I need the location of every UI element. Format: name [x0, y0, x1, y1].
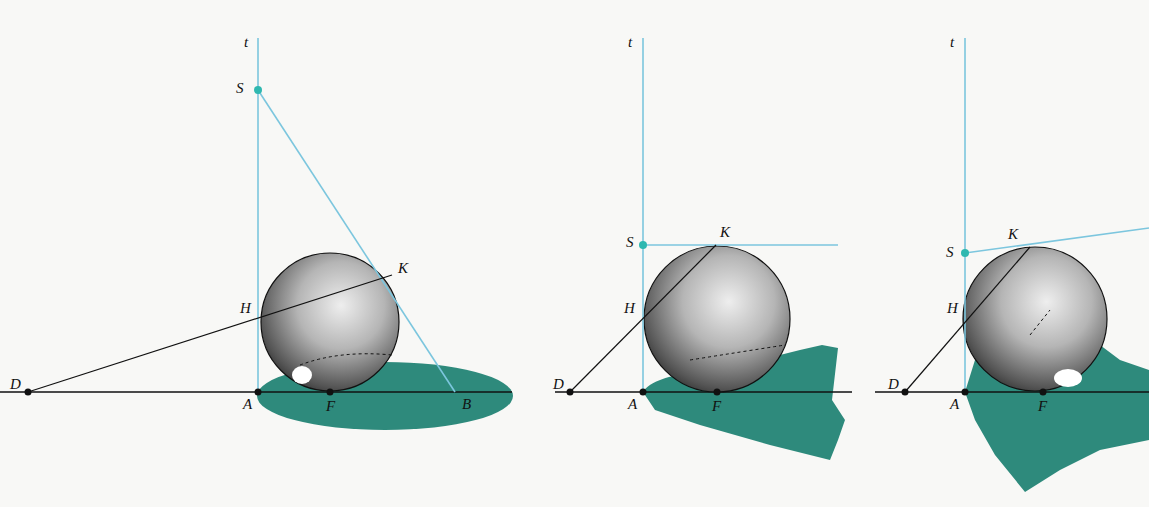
light-ray	[258, 90, 455, 392]
point-label: H	[240, 300, 251, 317]
point-label: S	[236, 80, 244, 97]
point	[902, 389, 909, 396]
point-label: t	[244, 34, 248, 51]
point	[640, 389, 647, 396]
dashed-curve	[690, 345, 785, 360]
light-ray	[643, 244, 838, 246]
point-label: K	[398, 260, 408, 277]
ground-line	[875, 391, 1149, 393]
point	[962, 389, 969, 396]
point-label: t	[950, 34, 954, 51]
ground-line	[555, 391, 852, 393]
sphere	[644, 246, 790, 392]
shadow-ellipse	[257, 362, 513, 430]
dashed-curve	[300, 354, 392, 365]
point-label: A	[950, 396, 959, 413]
point-label: S	[946, 244, 954, 261]
construction-line	[570, 245, 716, 392]
vertical-t-line	[642, 38, 644, 392]
point-label: S	[626, 234, 634, 251]
point-label: D	[888, 376, 899, 393]
point-label: F	[1038, 398, 1047, 415]
point-label: A	[628, 396, 637, 413]
point-label: F	[326, 398, 335, 415]
point	[1040, 389, 1047, 396]
point-label: t	[628, 34, 632, 51]
point-label: K	[1008, 226, 1018, 243]
light-point	[254, 86, 262, 94]
vertical-t-line	[964, 38, 966, 392]
point	[255, 389, 262, 396]
point	[567, 389, 574, 396]
construction-line	[905, 247, 1030, 392]
dashed-curve	[1030, 310, 1050, 335]
point-label: H	[947, 300, 958, 317]
light-point	[639, 241, 647, 249]
point	[714, 389, 721, 396]
point-label: D	[10, 376, 21, 393]
point-label: K	[720, 224, 730, 241]
point	[327, 389, 334, 396]
highlight	[1054, 369, 1082, 387]
point-label: H	[624, 300, 635, 317]
point-label: D	[553, 376, 564, 393]
construction-line	[28, 275, 392, 392]
point-label: F	[712, 398, 721, 415]
sphere	[963, 247, 1107, 391]
point-label: A	[243, 396, 252, 413]
point-label: B	[462, 396, 471, 413]
highlight	[292, 366, 312, 384]
point	[25, 389, 32, 396]
light-ray	[965, 228, 1149, 253]
light-point	[961, 249, 969, 257]
